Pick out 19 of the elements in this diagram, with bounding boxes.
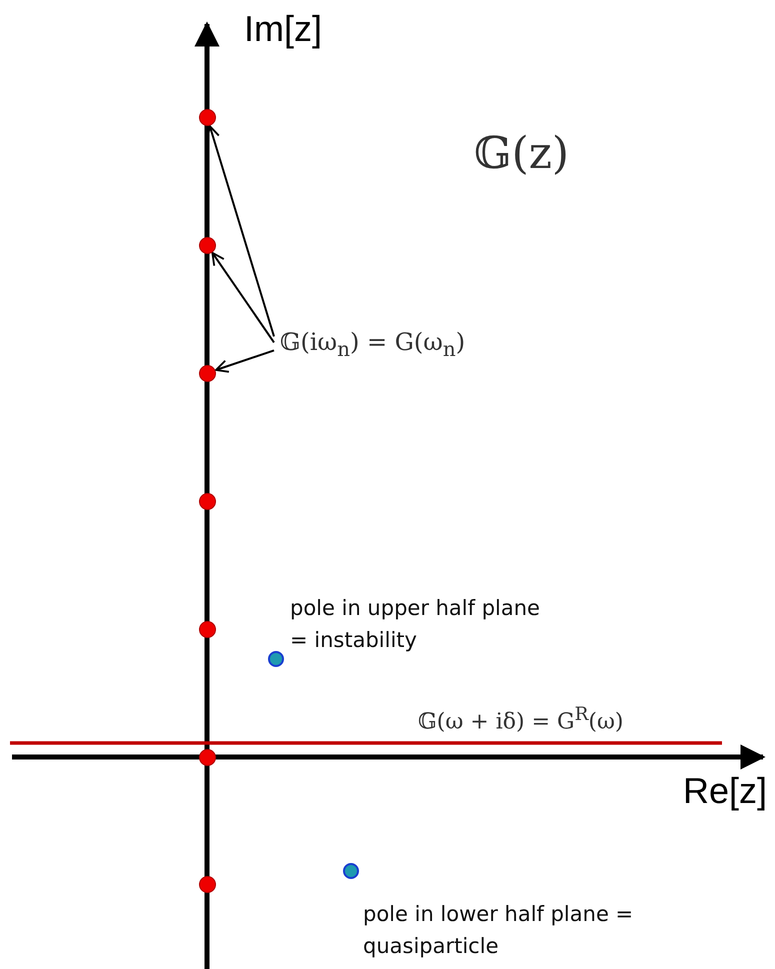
formula-label: 𝔾(ω + iδ) = G$^{R}$(ω) (418, 704, 624, 734)
matsubara-dot (198, 364, 216, 382)
pole-dot (268, 651, 284, 667)
matsubara-dot (198, 108, 216, 126)
arrow (211, 252, 275, 343)
matsubara-dot (198, 876, 216, 892)
matsubara-dot (198, 620, 216, 638)
arrow (215, 349, 274, 373)
function-label: 𝔾(z) (474, 128, 570, 179)
matsubara-dot (198, 748, 216, 766)
matsubara-dot (198, 236, 216, 254)
axis-label: Re[z] (683, 770, 768, 812)
pole-dot (343, 863, 359, 879)
annotation: pole in lower half plane = quasiparticle (363, 901, 634, 960)
matsubara-dot (198, 492, 216, 510)
annotation: pole in upper half plane = instability (290, 595, 541, 654)
axis-label: Im[z] (244, 8, 322, 50)
formula-label: 𝔾(iω$_{n}$) = G(ω$_{n}$) (280, 328, 466, 361)
arrow (206, 125, 275, 337)
